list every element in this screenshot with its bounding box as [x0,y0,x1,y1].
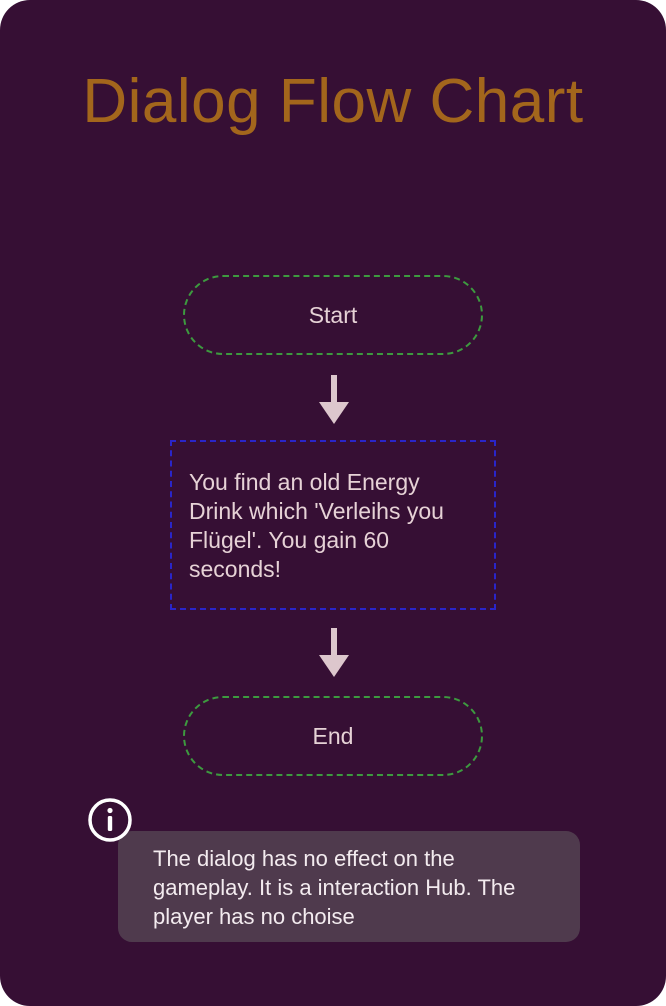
info-note: The dialog has no effect on the gameplay… [118,831,580,942]
dialog-message-text: You find an old Energy Drink which 'Verl… [189,469,444,582]
end-node: End [183,696,483,776]
start-node: Start [183,275,483,355]
down-arrow-icon [319,375,349,424]
start-node-label: Start [308,301,358,328]
chart-title: Dialog Flow Chart [82,67,584,136]
dialog-message-node: You find an old Energy Drink which 'Verl… [170,440,496,610]
down-arrow-icon [319,628,349,677]
info-note-text: The dialog has no effect on the gameplay… [153,846,516,929]
end-node-label: End [312,722,354,749]
info-icon [88,798,132,842]
